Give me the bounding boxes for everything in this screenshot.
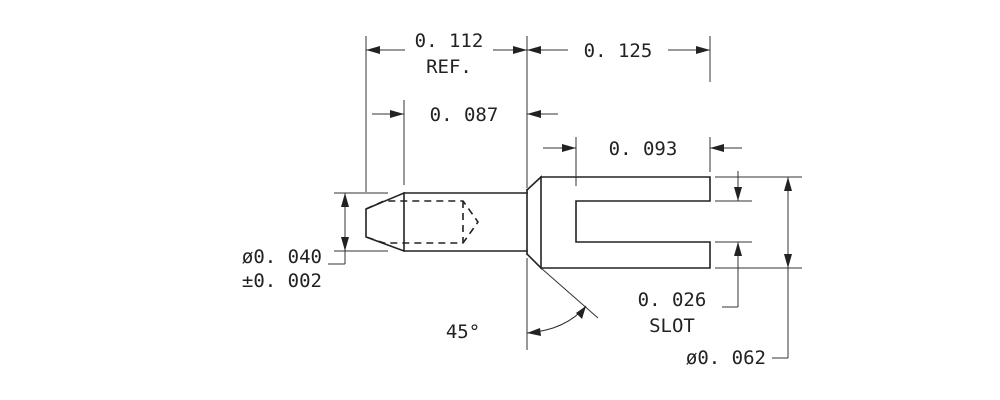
chamfer-angle-label: 45° bbox=[446, 321, 480, 343]
ref-length-label: 0. 112 bbox=[415, 30, 484, 52]
dim-chamfer-angle-arc bbox=[526, 305, 587, 336]
dim-slot-depth-line bbox=[543, 144, 742, 152]
pin-diameter-label: ø0. 040 bbox=[242, 246, 322, 268]
slot-width-label: 0. 026 bbox=[638, 289, 707, 311]
dim-pin-diameter-line bbox=[328, 193, 349, 265]
part-outline bbox=[365, 175, 711, 270]
ref-note-label: REF. bbox=[426, 56, 472, 78]
pin-length-label: 0. 087 bbox=[430, 104, 499, 126]
fork-length-label: 0. 125 bbox=[584, 40, 653, 62]
slot-note-label: SLOT bbox=[649, 315, 695, 337]
dim-head-diameter-line bbox=[772, 177, 792, 359]
head-diameter-label: ø0. 062 bbox=[686, 347, 766, 369]
hidden-bore bbox=[365, 200, 479, 244]
slot-depth-label: 0. 093 bbox=[609, 138, 678, 160]
dim-ref-length-line bbox=[366, 46, 527, 54]
pin-tolerance-label: ±0. 002 bbox=[242, 270, 322, 292]
extension-lines bbox=[334, 36, 802, 350]
dim-fork-length-line bbox=[527, 46, 710, 54]
dim-pin-length-line bbox=[372, 110, 558, 118]
dim-slot-width-line bbox=[722, 171, 742, 308]
